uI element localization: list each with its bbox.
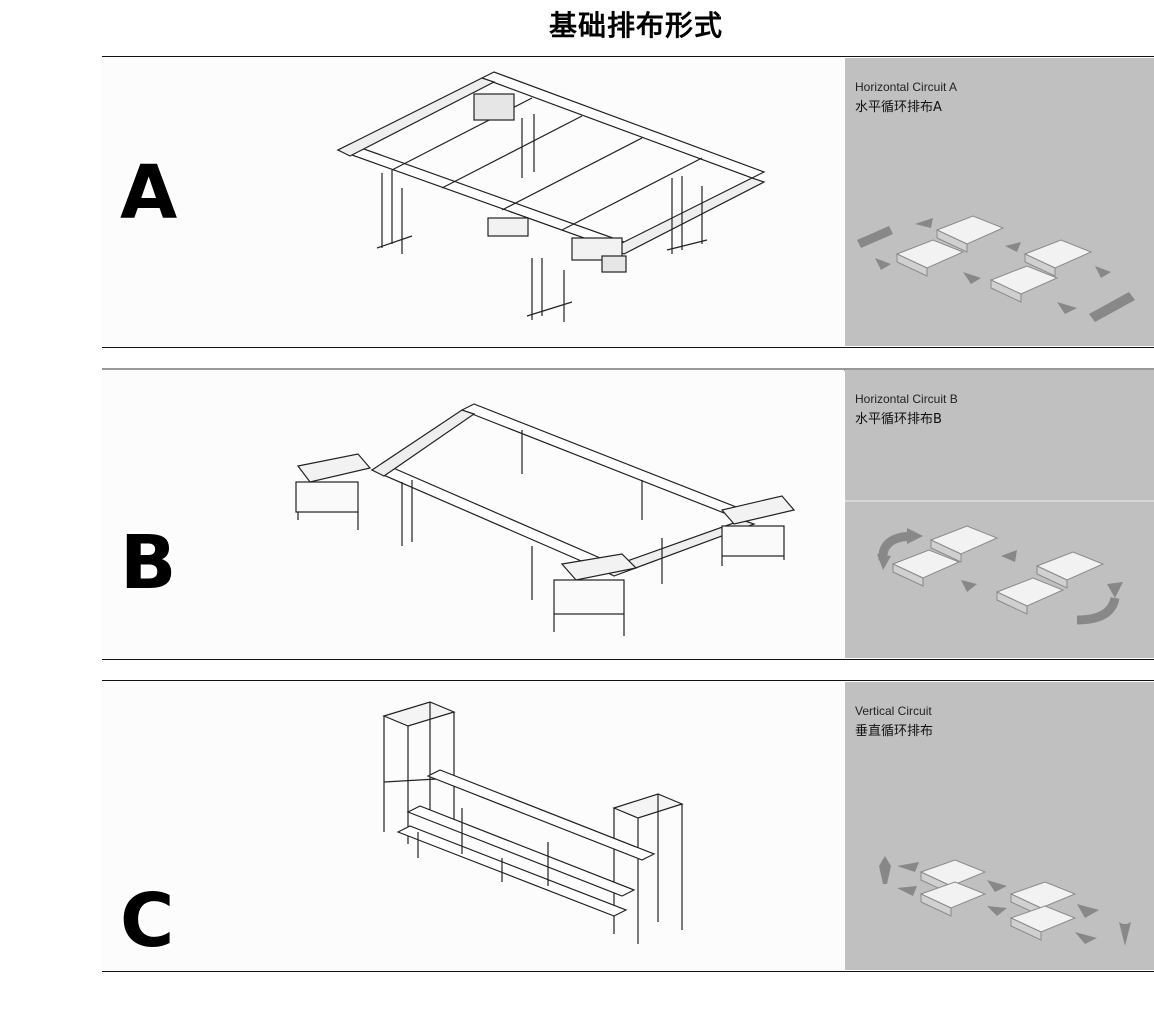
layout-legend-c: Vertical Circuit 垂直循环排布: [845, 682, 1154, 970]
panel-vertical-circuit: C Vertical Circuit 垂直循环排布: [102, 680, 1154, 972]
panel-top-divider: [102, 680, 1154, 681]
layout-legend-a: Horizontal Circuit A 水平循环排布A: [845, 58, 1154, 346]
layout-label-en: Horizontal Circuit B: [855, 392, 958, 406]
panel-bottom-divider: [102, 971, 1154, 972]
layout-label-en: Vertical Circuit: [855, 704, 932, 718]
layout-legend-b: Horizontal Circuit B 水平循环排布B: [845, 370, 1154, 658]
panel-letter: C: [120, 878, 175, 964]
panel-top-divider: [102, 56, 1154, 57]
panel-horizontal-circuit-a: A: [102, 56, 1154, 348]
conveyor-frame-a-illustration: [336, 71, 766, 322]
conveyor-drawing-c: C: [102, 682, 844, 970]
circuit-flow-schematic-c: [879, 856, 1131, 946]
panel-bottom-divider: [102, 659, 1154, 660]
layout-label-en: Horizontal Circuit A: [855, 80, 958, 94]
layout-label-zh: 水平循环排布A: [855, 100, 942, 115]
circuit-flow-schematic-b: [877, 525, 1123, 625]
page-title: 基础排布形式: [548, 9, 723, 42]
panel-letter: A: [120, 150, 178, 236]
legend-separator: [845, 500, 1154, 502]
panel-letter: B: [120, 520, 177, 606]
conveyor-drawing-b: B: [102, 370, 844, 658]
conveyor-frame-b-illustration: [295, 403, 796, 636]
panel-top-divider: [102, 368, 1154, 371]
conveyor-frame-c-illustration: [382, 701, 684, 944]
conveyor-drawing-a: A: [102, 58, 844, 346]
panel-horizontal-circuit-b: B Horizo: [102, 368, 1154, 660]
panel-bottom-divider: [102, 347, 1154, 348]
layout-label-zh: 水平循环排布B: [855, 412, 942, 427]
layout-label-zh: 垂直循环排布: [855, 724, 934, 739]
circuit-flow-schematic-a: [857, 215, 1135, 322]
